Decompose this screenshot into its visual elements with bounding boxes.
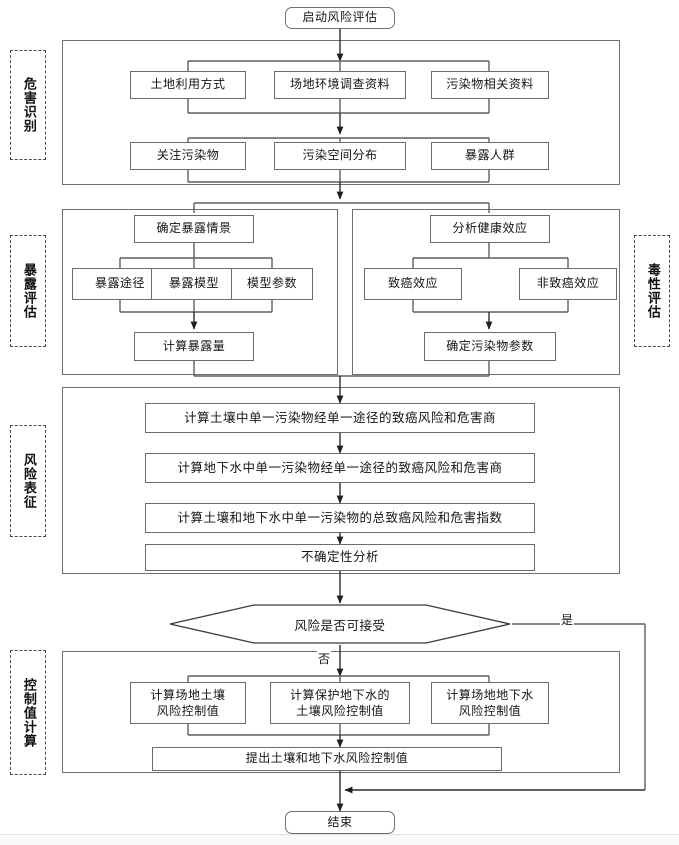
hazard-node-spatial-distribution[interactable]: 污染空间分布 [274,142,406,170]
start-node[interactable]: 启动风险评估 [285,7,395,29]
stage-label-control: 控制值计算 [10,650,46,775]
control-node-output[interactable]: 提出土壤和地下水风险控制值 [152,747,502,771]
stage-label-hazard: 危害识别 [10,50,46,160]
decision-branch-yes-label: 是 [560,611,575,628]
exposure-node-calc-dose[interactable]: 计算暴露量 [134,332,254,361]
risk-node-uncertainty[interactable]: 不确定性分析 [145,544,535,571]
exposure-node-scenario[interactable]: 确定暴露情景 [134,215,254,243]
toxicity-node-contaminant-params[interactable]: 确定污染物参数 [424,332,556,361]
exposure-node-model-params[interactable]: 模型参数 [231,268,313,300]
decision-label: 风险是否可接受 [294,617,386,633]
control-node-protect-groundwater-text: 计算保护地下水的土壤风险控制值 [289,687,390,718]
risk-node-groundwater-single[interactable]: 计算地下水中单一污染物经单一途径的致癌风险和危害商 [145,453,535,483]
stage-label-toxicity: 毒性评估 [634,235,670,347]
end-node[interactable]: 结束 [285,811,395,834]
toxicity-node-carcinogenic[interactable]: 致癌效应 [364,268,462,300]
exposure-node-model[interactable]: 暴露模型 [151,268,237,300]
hazard-node-target-contaminant[interactable]: 关注污染物 [130,142,246,170]
hazard-node-contaminant-data[interactable]: 污染物相关资料 [431,71,549,99]
toxicity-node-health-effect[interactable]: 分析健康效应 [430,215,550,243]
decision-node[interactable]: 风险是否可接受 [168,603,512,645]
decision-diamond-shape [169,604,511,644]
hazard-node-land-use[interactable]: 土地利用方式 [130,71,246,99]
control-node-site-groundwater-text: 计算场地地下水风险控制值 [446,687,534,718]
bottom-strip [0,834,679,845]
stage-label-exposure-text: 暴露评估 [20,263,36,319]
toxicity-node-noncarcinogenic[interactable]: 非致癌效应 [519,268,617,300]
control-node-site-soil-text: 计算场地土壤风险控制值 [150,687,226,718]
stage-label-control-text: 控制值计算 [20,677,36,748]
control-node-site-groundwater[interactable]: 计算场地地下水风险控制值 [431,682,549,724]
hazard-node-exposed-population[interactable]: 暴露人群 [431,142,549,170]
stage-label-hazard-text: 危害识别 [20,77,36,133]
toxicity-section-frame [352,209,620,375]
risk-node-total-risk[interactable]: 计算土壤和地下水中单一污染物的总致癌风险和危害指数 [145,503,535,533]
risk-section-frame [62,387,620,574]
control-section-frame [62,651,620,773]
hazard-section-frame [62,40,620,185]
stage-label-risk: 风险表征 [10,425,46,537]
decision-branch-no-label: 否 [317,650,332,667]
control-node-site-soil[interactable]: 计算场地土壤风险控制值 [130,682,246,724]
exposure-section-frame [62,209,338,375]
stage-label-toxicity-text: 毒性评估 [644,263,660,319]
control-node-protect-groundwater[interactable]: 计算保护地下水的土壤风险控制值 [270,682,410,724]
stage-label-risk-text: 风险表征 [20,453,36,509]
risk-node-soil-single[interactable]: 计算土壤中单一污染物经单一途径的致癌风险和危害商 [145,403,535,433]
hazard-node-site-survey[interactable]: 场地环境调查资料 [274,71,406,99]
stage-label-exposure: 暴露评估 [10,235,46,347]
